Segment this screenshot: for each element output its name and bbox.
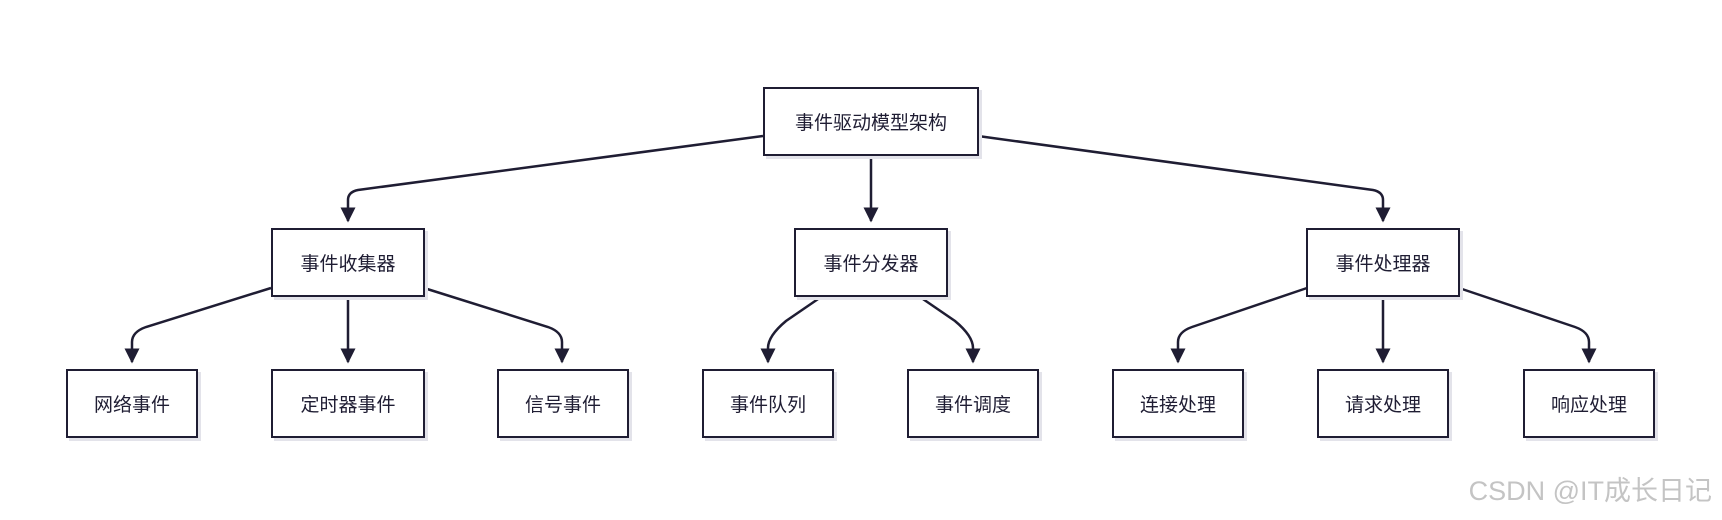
edge-handler-to-connection bbox=[1170, 286, 1308, 364]
connector-edges bbox=[124, 134, 1597, 364]
edge-dispatcher-to-schedule bbox=[919, 295, 981, 364]
node-request-handling: 请求处理 bbox=[1317, 369, 1449, 438]
node-response-handling: 响应处理 bbox=[1523, 369, 1655, 438]
node-event-dispatcher: 事件分发器 bbox=[794, 228, 948, 297]
node-event-queue: 事件队列 bbox=[702, 369, 834, 438]
node-signal-event: 信号事件 bbox=[497, 369, 629, 438]
node-connection-handling: 连接处理 bbox=[1112, 369, 1244, 438]
edge-root-to-collector bbox=[340, 134, 764, 223]
edge-handler-to-response bbox=[1458, 286, 1597, 364]
node-root: 事件驱动模型架构 bbox=[763, 87, 979, 156]
edge-collector-to-signal bbox=[423, 286, 570, 364]
node-event-schedule: 事件调度 bbox=[907, 369, 1039, 438]
edge-dispatcher-to-queue bbox=[760, 295, 822, 364]
node-timer-event: 定时器事件 bbox=[271, 369, 425, 438]
edge-root-to-handler bbox=[977, 134, 1391, 223]
watermark-text: CSDN @IT成长日记 bbox=[1468, 476, 1712, 506]
node-event-handler: 事件处理器 bbox=[1306, 228, 1460, 297]
edge-collector-to-network bbox=[124, 286, 272, 364]
node-event-collector: 事件收集器 bbox=[271, 228, 425, 297]
node-network-event: 网络事件 bbox=[66, 369, 198, 438]
